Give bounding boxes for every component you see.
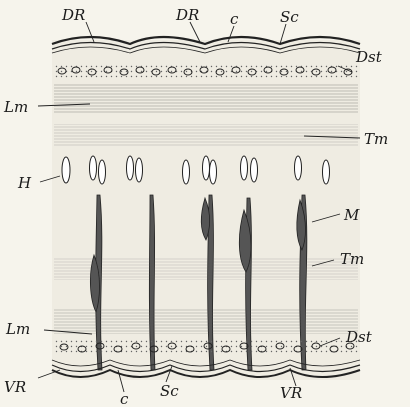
label-c-bottom: c (120, 390, 129, 407)
dorsal-longitudinal-muscle (54, 84, 358, 114)
label-m: M (343, 206, 360, 224)
label-h: H (17, 174, 32, 192)
dorsal-nuclei-layer (54, 64, 358, 78)
label-lm-top: Lm (3, 98, 28, 116)
label-tm-upper: Tm (364, 130, 388, 148)
label-dst-bottom: Dst (345, 328, 373, 346)
label-vr-left: VR (4, 378, 26, 396)
label-dst-top: Dst (355, 48, 383, 66)
label-lm-bottom: Lm (5, 320, 30, 338)
label-dr-left: DR (61, 6, 85, 24)
ventral-longitudinal-muscle (54, 308, 358, 334)
label-tm-lower: Tm (340, 250, 364, 268)
lower-transverse-muscle (54, 258, 358, 280)
label-vr-right: VR (280, 384, 302, 402)
ventral-nuclei-layer (54, 340, 358, 354)
label-sc-bottom: Sc (160, 382, 179, 400)
label-sc-top: Sc (280, 8, 299, 26)
label-dr-right: DR (175, 6, 199, 24)
upper-transverse-muscle (54, 124, 358, 146)
label-c-top: c (230, 10, 239, 28)
